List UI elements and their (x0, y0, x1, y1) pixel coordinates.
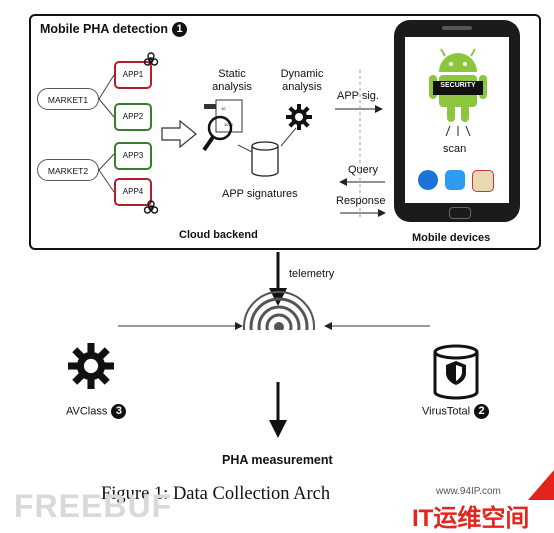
app-4: APP4 (114, 178, 152, 206)
figure-caption: Figure 1: Data Collection Arch (101, 484, 331, 504)
magnifier-icon: 10 1010 (202, 99, 243, 152)
biohazard-icon (143, 200, 159, 214)
query-label: Query (348, 164, 378, 176)
app-3: APP3 (114, 142, 152, 170)
cloud-backend-label: Cloud backend (179, 229, 258, 241)
svg-text:10: 10 (221, 106, 226, 111)
mobile-devices-label: Mobile devices (412, 232, 491, 244)
security-label: SECURITY (440, 82, 476, 89)
phone-app-icon (418, 170, 438, 190)
telemetry-label: telemetry (289, 268, 335, 280)
step-badge-2: 2 (474, 404, 490, 419)
gear-icon (286, 104, 312, 130)
mobile-pha-detection-panel (29, 14, 541, 250)
phone-speaker (442, 26, 472, 30)
shield-icon (446, 361, 466, 385)
watermark-url: www.94IP.com (436, 486, 501, 497)
maps-app-icon (472, 170, 494, 192)
app-1: APP1 (114, 61, 152, 89)
static-analysis-label: Static analysis (212, 68, 252, 93)
scan-label: scan (443, 143, 467, 155)
market-2: MARKET2 (37, 159, 99, 181)
dynamic-analysis-label: Dynamic analysis (280, 68, 324, 93)
chat-app-icon (445, 170, 465, 190)
svg-text:1010: 1010 (224, 122, 234, 127)
gear-icon (68, 343, 114, 389)
step-badge-1: 1 (172, 22, 188, 38)
biohazard-icon (143, 52, 159, 66)
market-1: MARKET1 (37, 88, 99, 110)
android-icon (429, 48, 487, 122)
scan-arrows (445, 125, 471, 137)
watermark-text: IT运维空间 (412, 505, 530, 532)
app-signatures-label: APP signatures (222, 188, 298, 200)
broadcast-icon (242, 291, 316, 364)
step-badge-3: 3 (111, 404, 127, 419)
pha-measurement-label: PHA measurement (222, 453, 333, 467)
phone-home-button (449, 207, 471, 219)
app-sig-label: APP sig. (337, 90, 379, 102)
database-icon (251, 141, 279, 177)
watermark-logo: FREEBUF (14, 488, 173, 524)
app-2: APP2 (114, 103, 152, 131)
watermark-corner (528, 470, 554, 500)
response-label: Response (336, 195, 386, 207)
